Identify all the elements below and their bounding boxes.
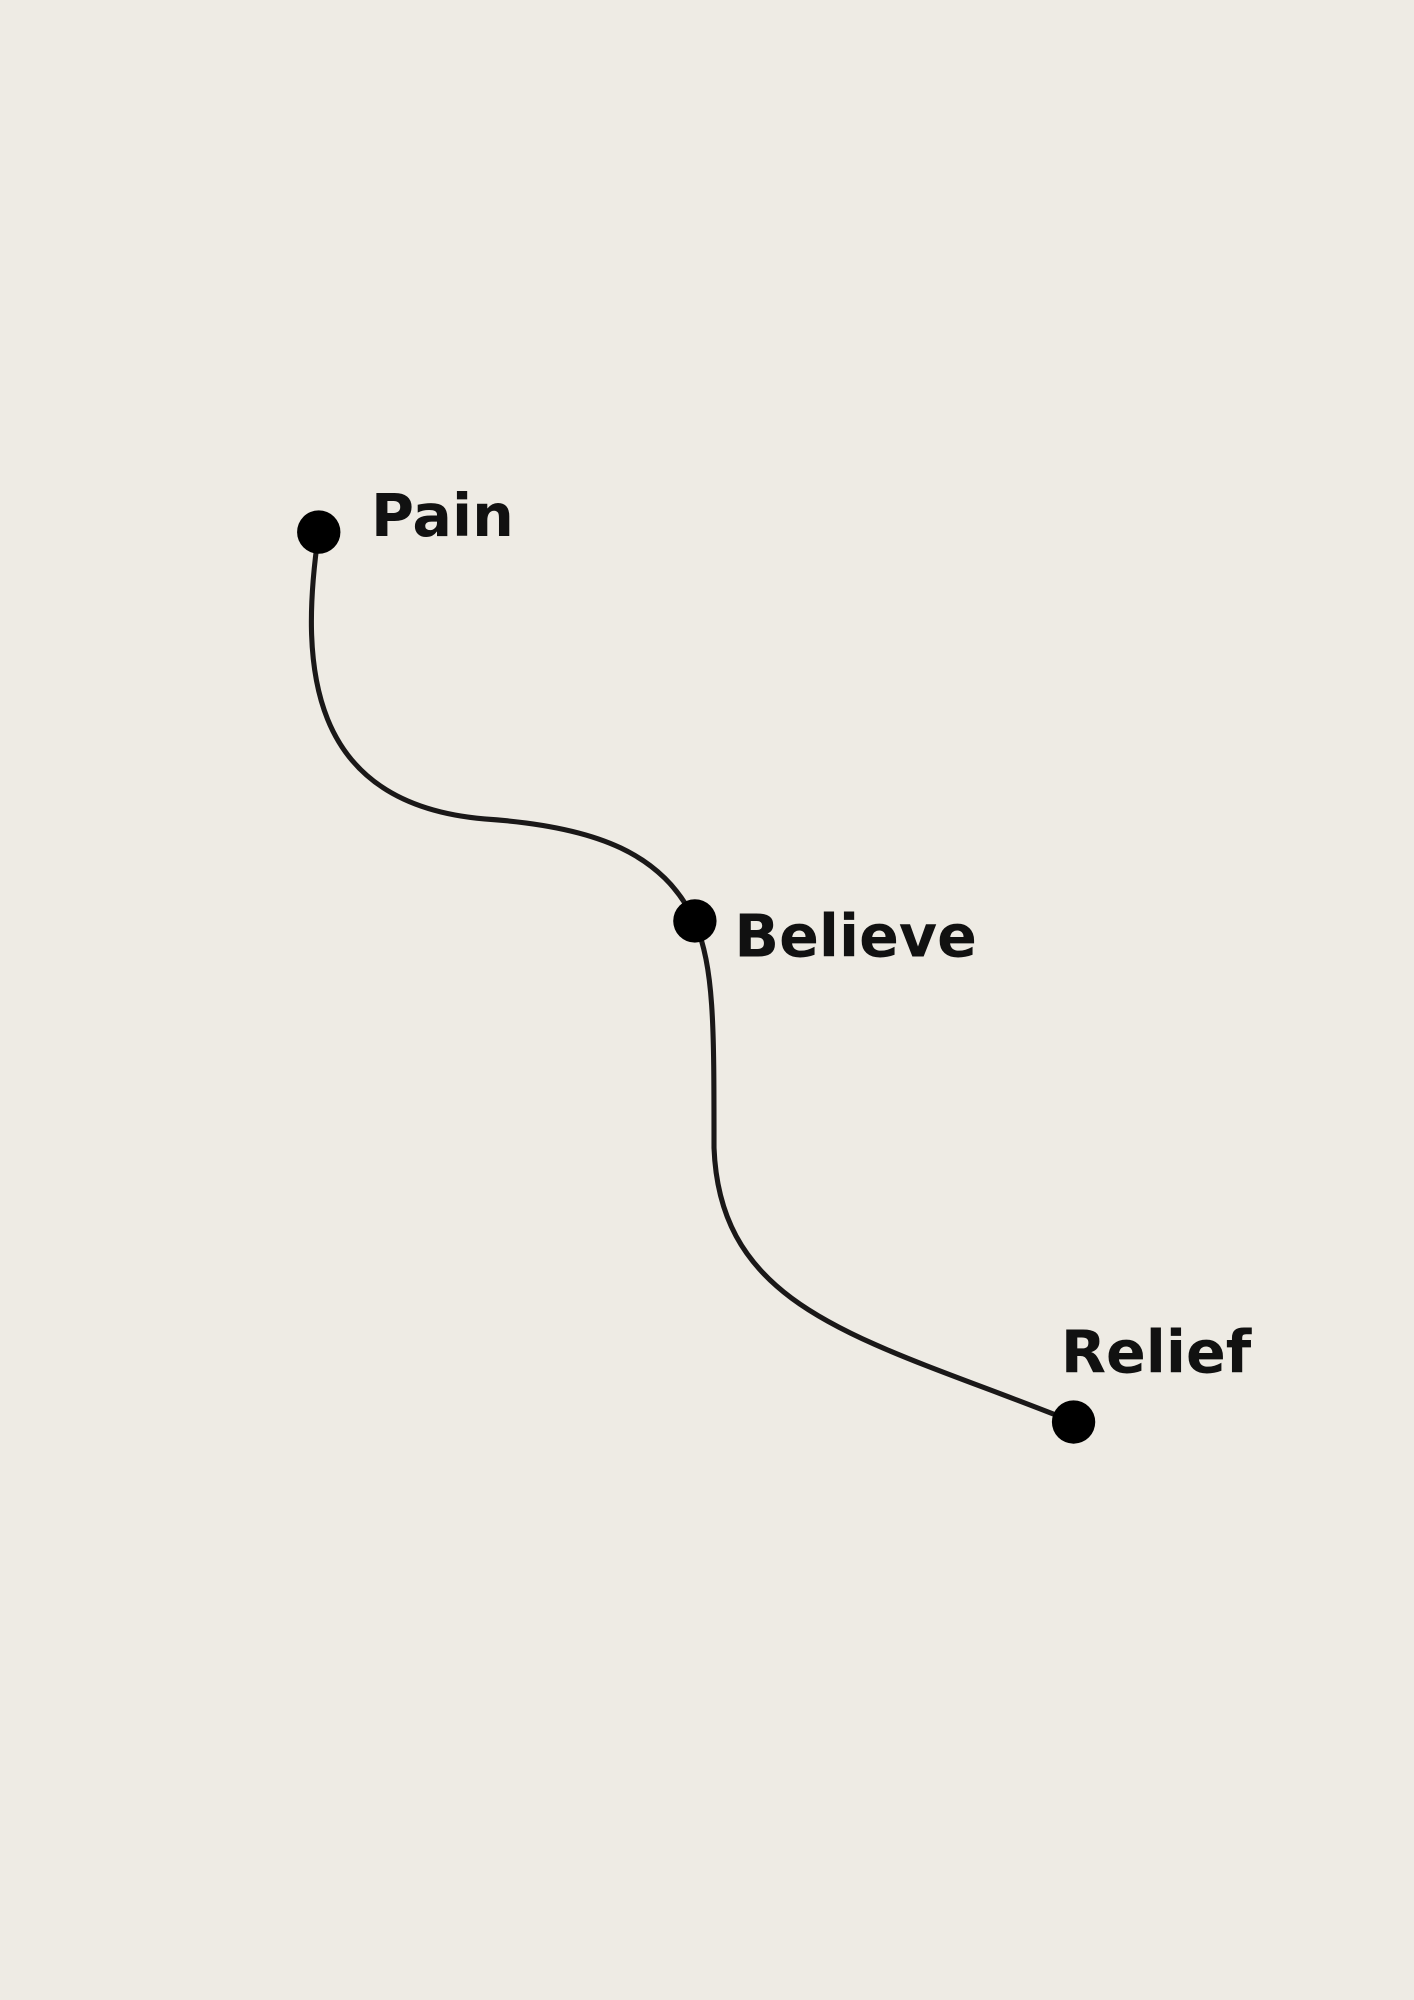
believe-label: Believe — [734, 903, 976, 971]
pain-label: Pain — [371, 482, 514, 550]
relief-label: Relief — [1061, 1318, 1253, 1386]
relief-node-dot — [1051, 1400, 1096, 1444]
believe-node-dot — [673, 899, 717, 943]
connecting-curve — [308, 529, 1077, 1425]
pain-node-dot — [297, 510, 341, 554]
